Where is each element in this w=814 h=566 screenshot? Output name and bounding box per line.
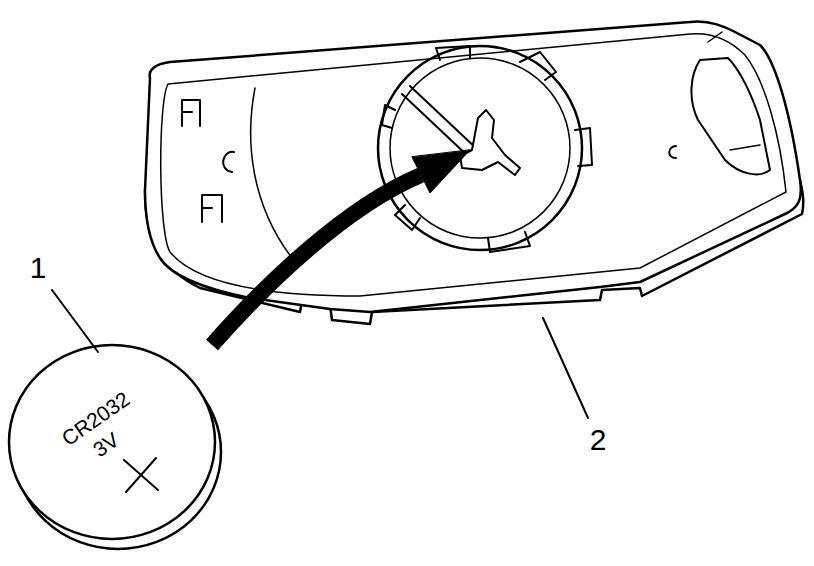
blade-slot-edge [708, 32, 760, 150]
button-symbol [202, 195, 222, 222]
coin-cell-face [9, 345, 215, 539]
housing-shell [145, 21, 801, 312]
battery-marking: 3V [89, 428, 122, 460]
callout-number: 2 [590, 425, 607, 455]
button-symbol [182, 100, 200, 126]
button-symbol [669, 146, 676, 158]
retaining-tabs [382, 46, 592, 252]
illustration-part [9, 21, 803, 549]
battery-well [378, 46, 582, 250]
housing-inner-edge [161, 34, 786, 296]
insertion-arrowhead [412, 150, 470, 193]
battery-well-divider [402, 86, 478, 158]
callout-number: 1 [30, 253, 47, 283]
leader-line [52, 290, 98, 352]
button-symbol [223, 152, 234, 172]
leader-line [543, 318, 588, 418]
insertion-arrow [212, 175, 421, 345]
housing-ridge [251, 88, 295, 262]
blade-slot [691, 58, 770, 174]
plus-sign [124, 458, 158, 492]
battery-well-inner [390, 58, 570, 238]
contact-spring [460, 110, 520, 175]
